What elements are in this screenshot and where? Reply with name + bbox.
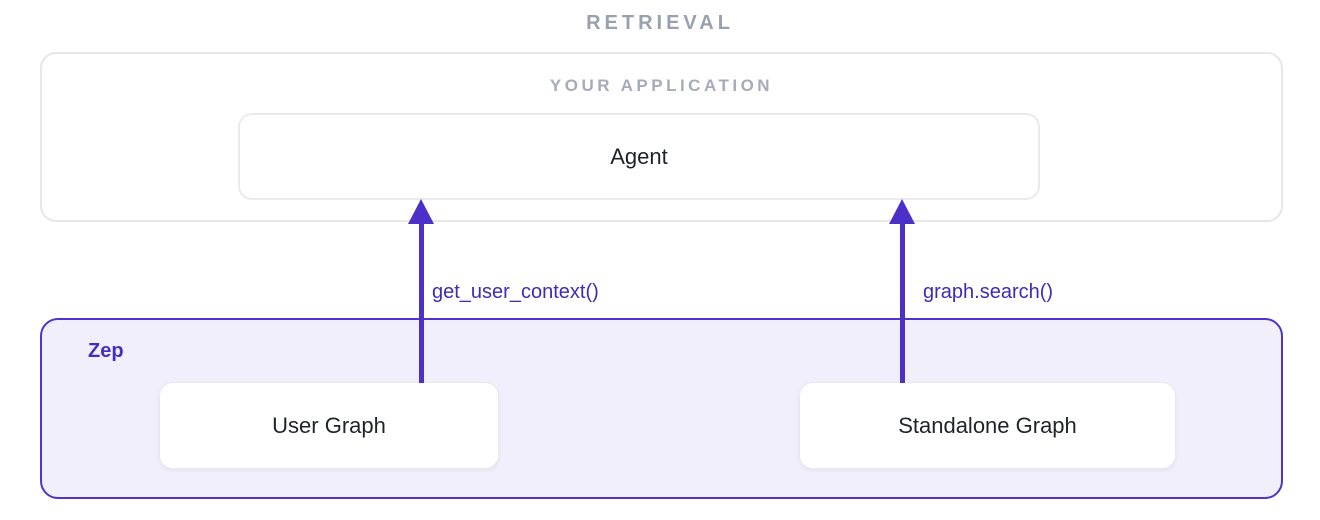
- agent-box: Agent: [238, 113, 1040, 200]
- diagram-title: RETRIEVAL: [586, 12, 734, 34]
- zep-container: Zep User Graph Standalone Graph: [40, 318, 1283, 499]
- arrow-line-user-context: [419, 218, 424, 383]
- arrow-line-graph-search: [900, 218, 905, 383]
- arrow-label-get-user-context: get_user_context(): [432, 281, 599, 303]
- standalone-graph-label: Standalone Graph: [898, 412, 1077, 438]
- agent-label: Agent: [610, 143, 668, 169]
- zep-label: Zep: [88, 340, 124, 362]
- your-application-container: YOUR APPLICATION Agent: [40, 52, 1283, 222]
- arrow-label-graph-search: graph.search(): [923, 281, 1054, 303]
- user-graph-label: User Graph: [272, 412, 386, 438]
- your-application-label: YOUR APPLICATION: [549, 76, 774, 95]
- user-graph-box: User Graph: [159, 382, 499, 469]
- standalone-graph-box: Standalone Graph: [799, 382, 1176, 469]
